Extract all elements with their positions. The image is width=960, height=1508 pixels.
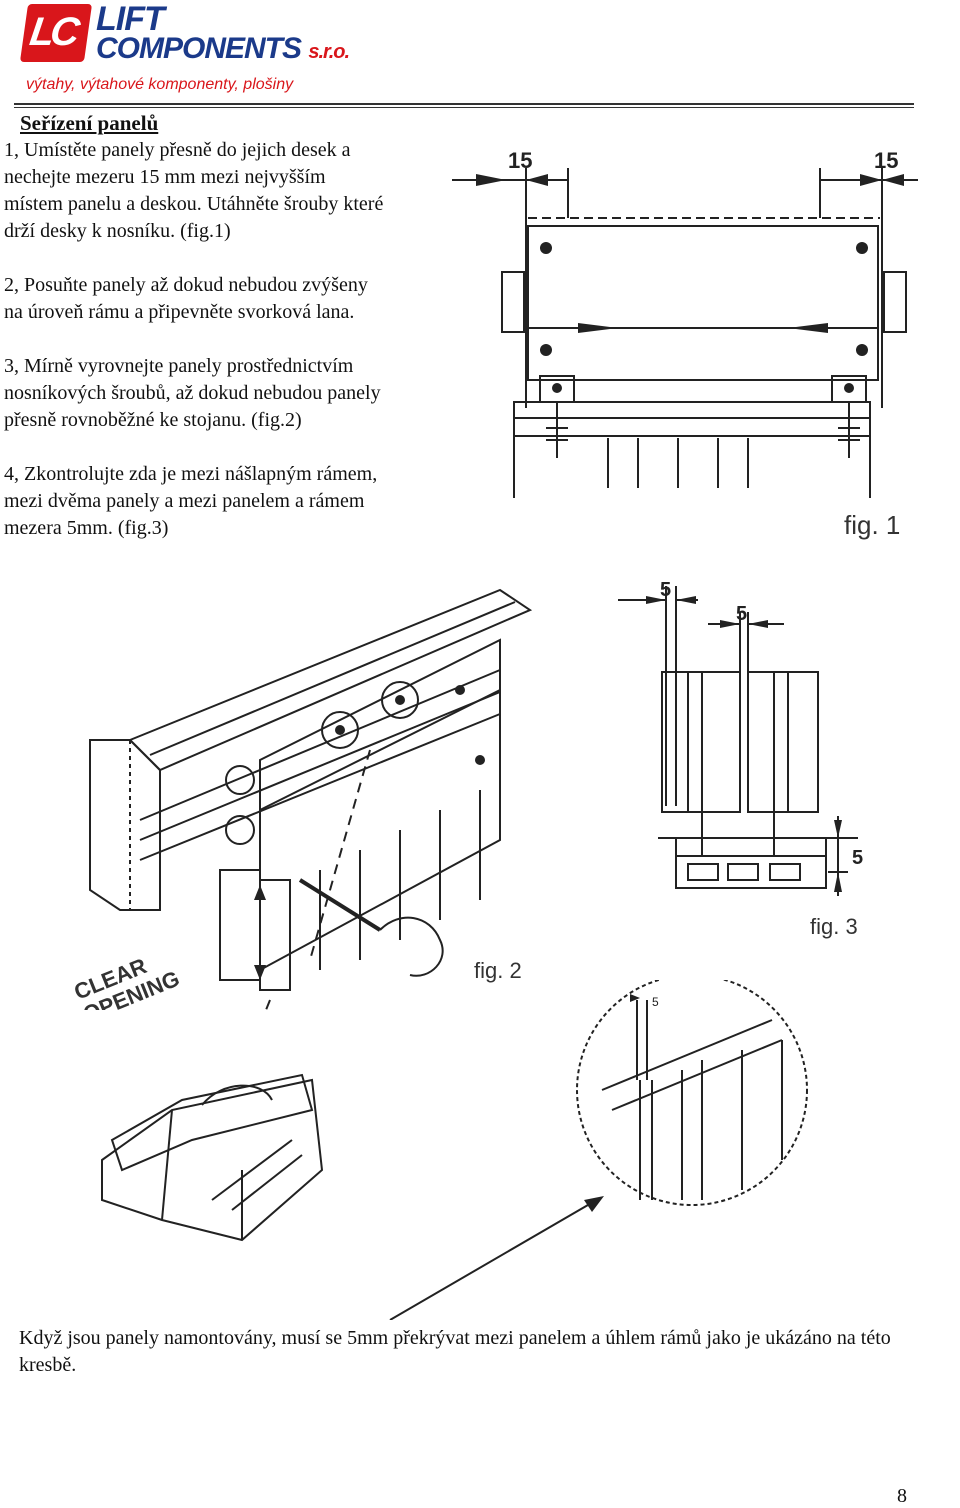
section-title: Seřízení panelů <box>20 111 159 135</box>
page-number: 8 <box>897 1485 907 1507</box>
fig1-dim-right: 15 <box>874 148 898 173</box>
fig1-dim-left: 15 <box>508 148 532 173</box>
step-3: 3, Mírně vyrovnejte panely prostřednictv… <box>4 355 381 431</box>
figure-2-drawing: CLEAR OPENING fig. 2 <box>71 588 533 1010</box>
fig2-label: fig. 2 <box>474 958 522 983</box>
company-logo: LC LIFT COMPONENTS s.r.o. výtahy, výtaho… <box>19 0 364 98</box>
instructions-column: 1, Umístěte panely přesně do jejich dese… <box>4 137 442 569</box>
logo-line-lift: LIFT <box>96 0 165 38</box>
step-1: 1, Umístěte panely přesně do jejich dese… <box>4 139 384 242</box>
figure-3-drawing: 5 5 5 fig. 3 <box>618 579 863 939</box>
step-2: 2, Posuňte panely až dokud nebudou zvýše… <box>4 274 368 323</box>
figure-1-drawing: 15 15 fig. 1 <box>452 148 918 540</box>
header-rule-thin <box>14 107 914 108</box>
fig3-dim-top-b: 5 <box>736 603 747 625</box>
logo-mark: LC <box>19 4 93 62</box>
fig1-label: fig. 1 <box>844 510 900 540</box>
fig3-label: fig. 3 <box>810 914 858 939</box>
logo-line-components: COMPONENTS s.r.o. <box>96 32 350 65</box>
figure-4-detail-drawing: 5 <box>101 980 808 1320</box>
step-4: 4, Zkontrolujte zda je mezi nášlapným rá… <box>4 463 378 539</box>
fig3-dim-side: 5 <box>852 847 863 869</box>
header-rule <box>14 103 914 105</box>
figure-caption: Když jsou panely namontovány, musí se 5m… <box>19 1327 891 1376</box>
fig4-dim: 5 <box>652 995 659 1009</box>
logo-tagline: výtahy, výtahové komponenty, plošiny <box>26 76 294 93</box>
fig3-dim-top-a: 5 <box>660 579 671 601</box>
